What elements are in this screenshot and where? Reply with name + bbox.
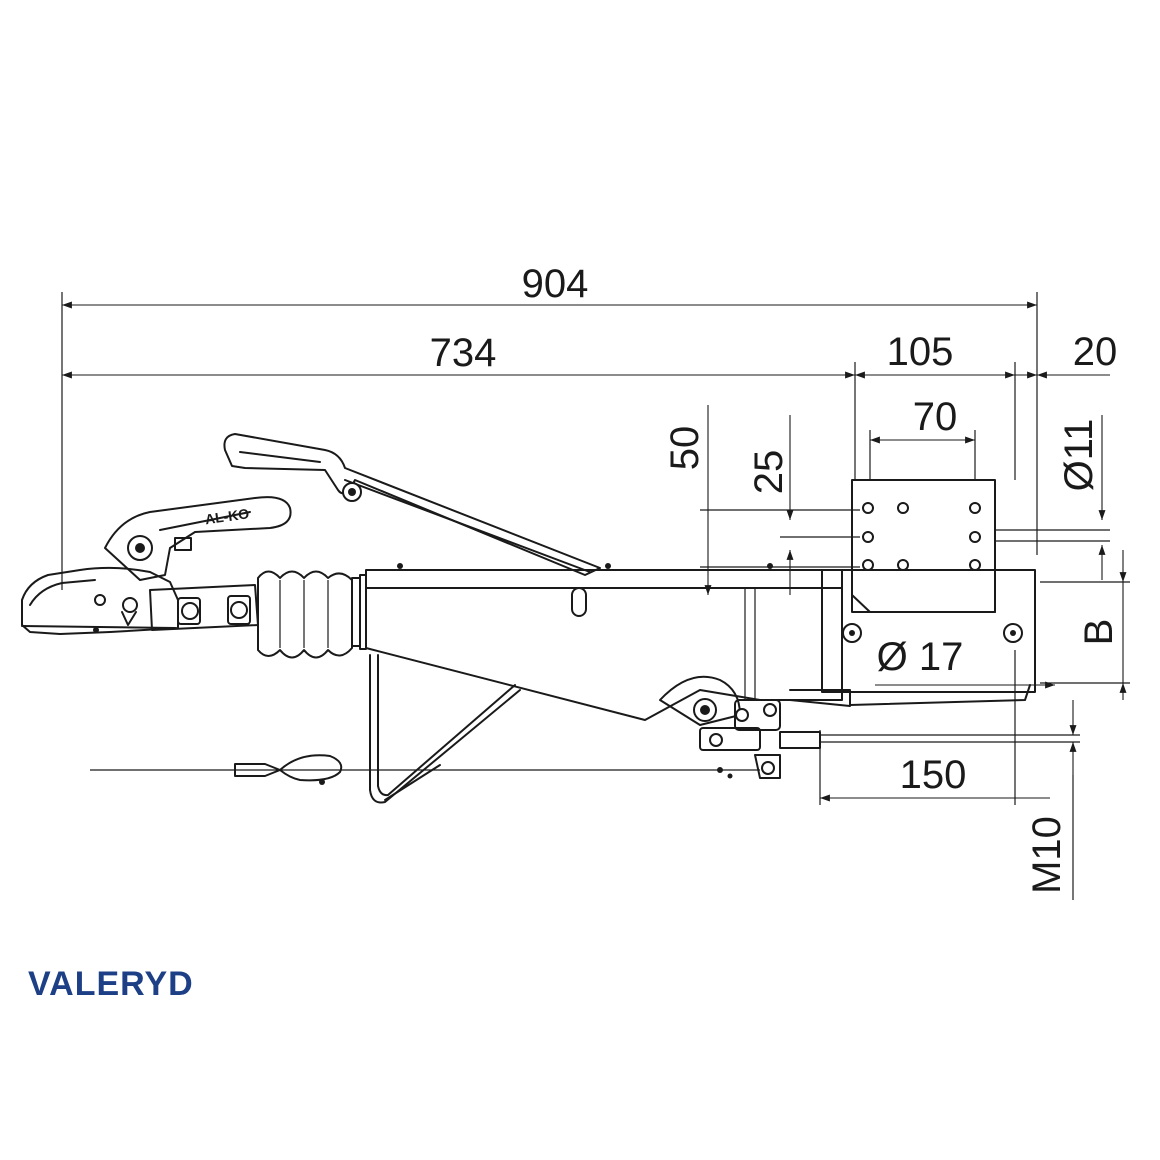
dim-hole-diameter-large: Ø 17 (877, 635, 964, 679)
support-strut (369, 654, 521, 804)
dimension-lines (61, 292, 1130, 900)
coupling-handle: AL-KO (104, 496, 292, 581)
coupling-shaft (149, 584, 259, 631)
dim-height-50: 50 (663, 426, 707, 471)
dim-hole-diameter-small: Ø11 (1057, 419, 1101, 492)
dim-plate-hole-spacing-outer: 105 (887, 330, 954, 374)
flange-rings (351, 574, 367, 650)
hitch-logo-text: AL-KO (204, 505, 250, 527)
breakaway-cable (90, 754, 760, 785)
dimension-labels: 904 734 105 20 70 50 25 Ø11 Ø 17 B 150 M… (430, 262, 1121, 894)
parking-brake-lever (223, 433, 601, 576)
dim-plate-edge-offset: 20 (1073, 330, 1118, 374)
dim-variable-b: B (1077, 619, 1121, 646)
dim-thread: M10 (1025, 816, 1069, 894)
dim-length-to-plate: 734 (430, 331, 497, 375)
brand-logo: VALERYD (28, 965, 194, 1003)
hitch-assembly: AL-KO (21, 433, 1036, 804)
dim-height-25: 25 (747, 450, 791, 495)
dim-overall-length: 904 (522, 262, 589, 306)
dim-bracket-length: 150 (900, 753, 967, 797)
drawbar-housing (365, 563, 843, 721)
dim-plate-hole-spacing-inner: 70 (913, 395, 958, 439)
brake-linkage (659, 675, 821, 779)
mounting-plate (851, 479, 996, 613)
rubber-bellows (257, 570, 353, 659)
side-bracket (789, 569, 1036, 707)
